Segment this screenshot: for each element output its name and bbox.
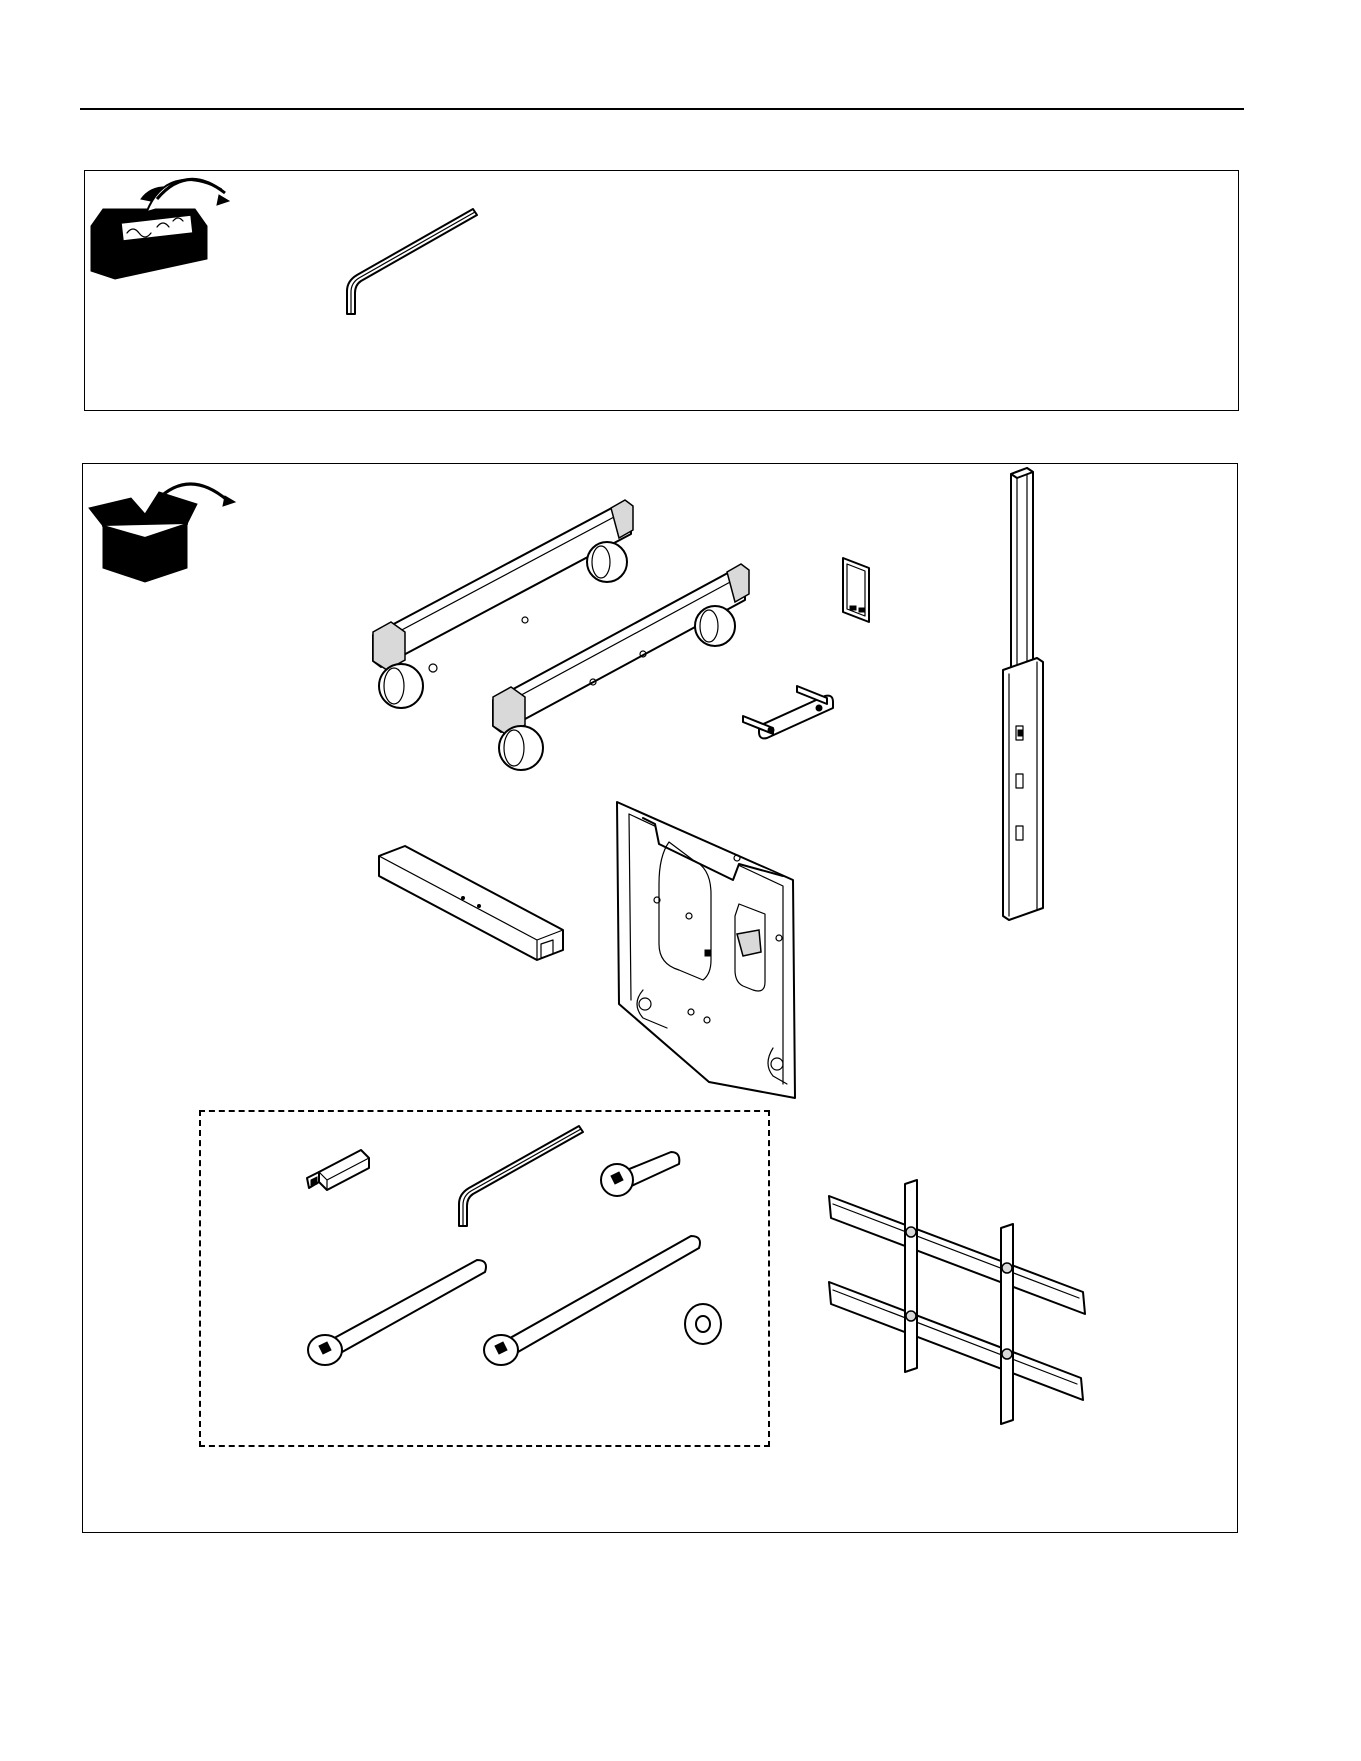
header-rule: [80, 108, 1244, 110]
tilt-wall-plate: [617, 802, 795, 1098]
toolbox-icon: [91, 179, 229, 279]
open-box-icon: [89, 484, 235, 582]
hex-key: [459, 1126, 583, 1226]
telescoping-column: [1003, 468, 1043, 920]
long-screw-2: [484, 1236, 700, 1365]
connector-link: [743, 686, 833, 738]
adapter-rails: [829, 1180, 1085, 1424]
washer: [685, 1304, 721, 1344]
small-bracket-plate: [843, 558, 869, 622]
tools-panel: [84, 170, 1239, 411]
cross-base-bar: [379, 846, 563, 960]
long-screw: [308, 1260, 486, 1365]
hex-key: [347, 209, 477, 314]
hardware-bag: [199, 1110, 770, 1447]
hardware-art: [201, 1112, 772, 1449]
short-button-head-screw: [601, 1152, 679, 1196]
caster-leg-front: [493, 564, 749, 770]
tools-art: [85, 171, 1240, 412]
hex-standoff: [307, 1150, 369, 1190]
